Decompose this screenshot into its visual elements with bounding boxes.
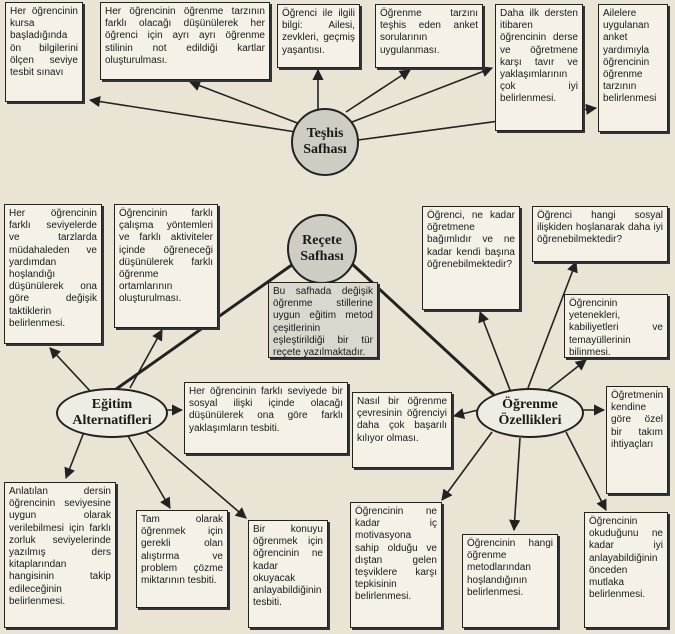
- arrow-ogrenme-7: [509, 437, 521, 532]
- arrow-egitim-5: [127, 435, 171, 509]
- arrow-ogrenme-3: [547, 359, 587, 391]
- teshis-box-anket-sorulari: Öğrenme tarzını teşhis eden anket sorula…: [375, 4, 483, 68]
- egitim-box-sosyal-iliski: Her öğrencinin farklı seviyede bir sosya…: [184, 382, 348, 454]
- teshis-box-aile-anket: Ailelere uygulanan anket yardımıyla öğre…: [598, 4, 668, 132]
- teshis-box-ogrenci-bilgi: Öğrenci ile ilgili bilgi: Ailesi, zevkle…: [277, 4, 360, 68]
- arrow-ogrenme-6: [441, 431, 493, 501]
- teshis-box-tavir-yaklasim: Daha ilk dersten itibaren öğrencinin der…: [495, 4, 583, 131]
- arrow-teshis-2: [188, 80, 301, 125]
- egitim-box-okuma-anlama: Bir konuyu öğrenmek için öğrencinin ne k…: [248, 520, 328, 628]
- ogrenme-box-motivasyon: Öğrencinin ne kadar iç motivasyona sahip…: [350, 502, 442, 628]
- teshis-box-seviye-tesbit: Her öğrencinin kursa başladığında ön bil…: [5, 2, 83, 102]
- hub-ogrenme-ozellikleri: Öğrenme Özellikleri: [476, 388, 584, 438]
- hub-recete-safhasi: Reçete Safhası: [287, 214, 357, 284]
- egitim-box-taktikler: Her öğrencinin farklı seviyelerde ve tar…: [4, 204, 102, 344]
- egitim-box-ogrenme-ortamlari: Öğrencinin farklı çalışma yöntemleri ve …: [114, 204, 218, 328]
- hub-egitim-alternatifleri: Eğitim Alternatifleri: [56, 388, 168, 438]
- arrow-egitim-2: [129, 329, 163, 389]
- arrow-ogrenme-2: [527, 260, 578, 389]
- arrow-egitim-6: [145, 431, 247, 519]
- arrow-ogrenme-8: [565, 431, 607, 511]
- teshis-box-ogrenme-karti: Her öğrencinin öğrenme tarzının farklı o…: [100, 2, 270, 80]
- ogrenme-box-ogrenme-cevresi: Nasıl bir öğrenme çevresinin öğrenciyi d…: [352, 392, 452, 468]
- arrow-egitim-1: [49, 347, 93, 394]
- ogrenme-box-sosyal-iliski: Öğrenci hangi sosyal ilişkiden hoşlanara…: [532, 206, 668, 262]
- ogrenme-box-ogretmen-ihtiyac: Öğretmenin kendine göre özel bir takım i…: [606, 386, 668, 494]
- arrow-teshis-1: [88, 96, 297, 133]
- ogrenme-box-bagimlilik: Öğrenci, ne kadar öğretmene bağımlıdır v…: [422, 206, 520, 310]
- hub-teshis-safhasi: Teşhis Safhası: [291, 108, 359, 176]
- arrow-ogrenme-1: [478, 310, 511, 391]
- egitim-box-ders-kitaplari: Anlatılan dersin öğrencinin seviyesine u…: [4, 482, 116, 628]
- ogrenme-box-okudugunu-anlama: Öğrencinin okuduğunu ne kadar iyi anlaya…: [584, 512, 668, 628]
- arrow-egitim-4: [64, 431, 85, 480]
- arrow-teshis-5: [351, 66, 494, 123]
- ogrenme-box-yetenekler: Öğrencinin yetenekleri, kabiliyetleri ve…: [564, 294, 668, 358]
- ogrenme-box-ogrenme-metodlari: Öğrencinin hangi öğrenme metodlarından h…: [462, 534, 558, 628]
- egitim-box-alistirma: Tam olarak öğrenmek için gerekli olan al…: [136, 510, 228, 608]
- arrow-teshis-4: [345, 69, 411, 113]
- recete-description: Bu safhada değişik öğrenme stillerine uy…: [268, 282, 378, 358]
- arrow-ogrenme-4: [452, 408, 479, 419]
